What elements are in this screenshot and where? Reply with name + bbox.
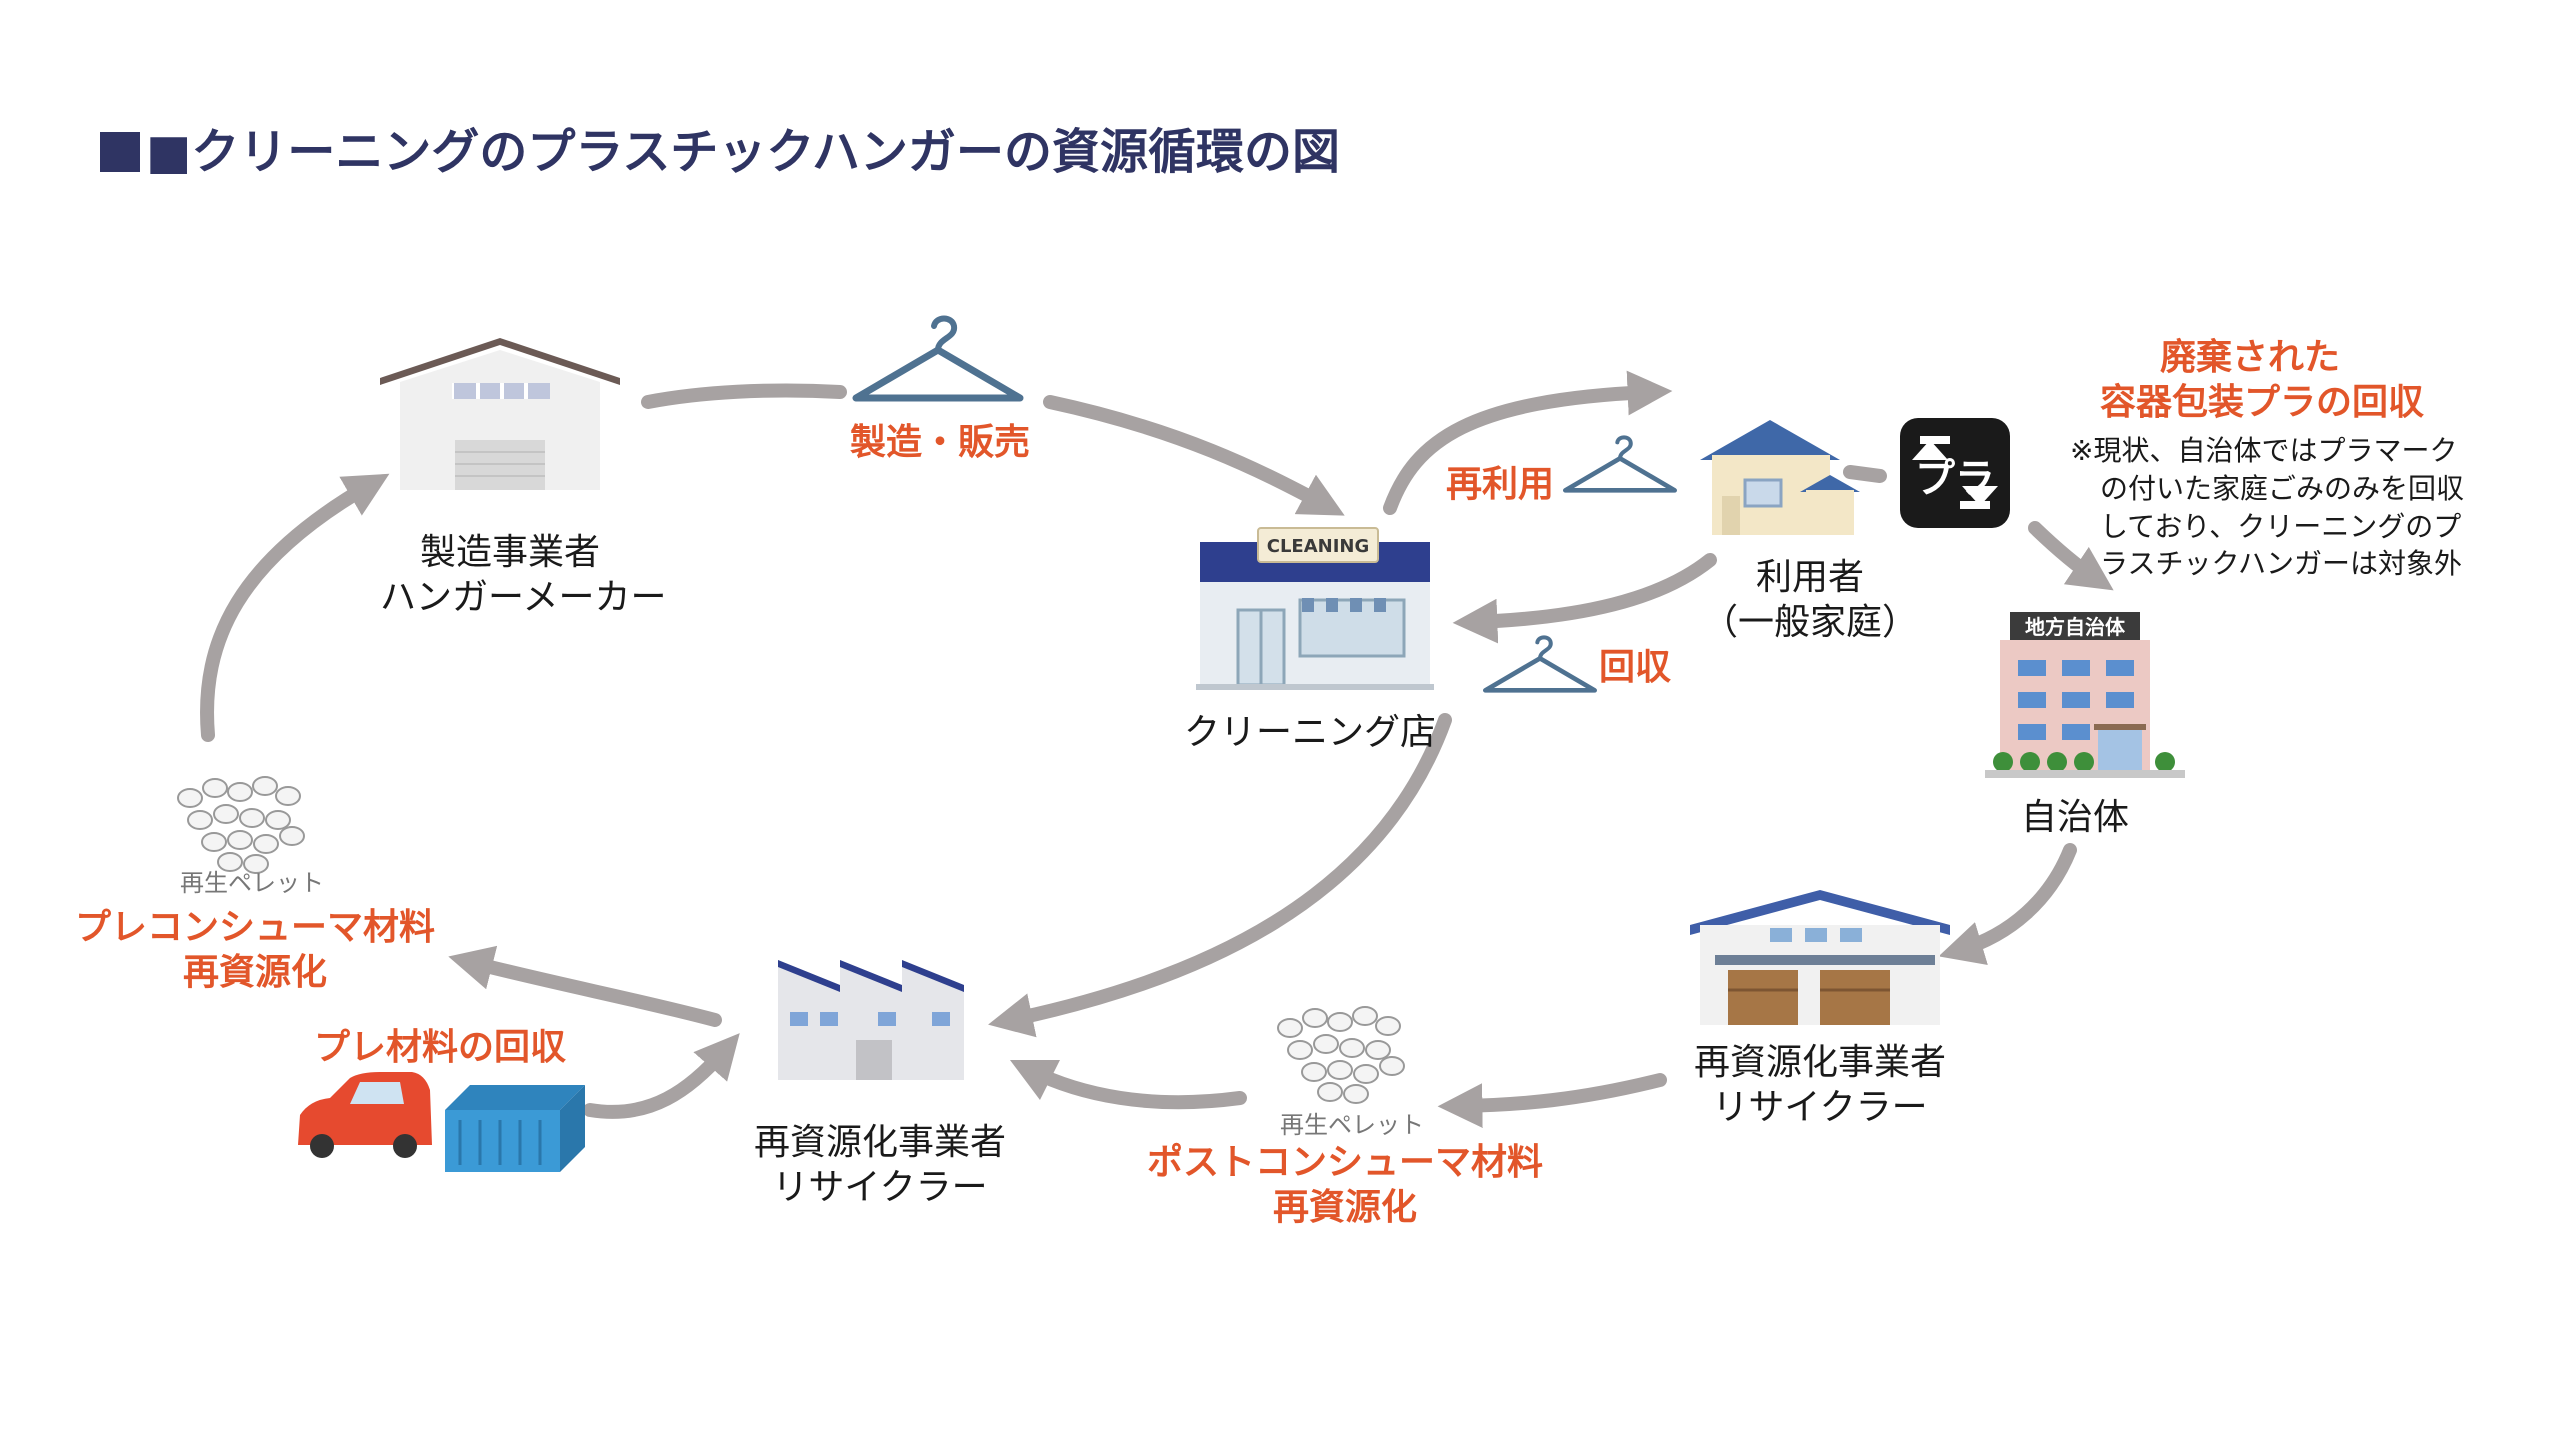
pellet-icon-post [1277, 1006, 1405, 1104]
flow-label-discarded: 廃棄された 容器包装プラの回収 [2100, 337, 2425, 423]
house-icon [1700, 420, 1860, 535]
pre-consumer-label: プレコンシューマ材料 再資源化 [74, 907, 435, 993]
recycle-pla-mark-icon: プラ [1900, 418, 2010, 528]
post-pellet-label: 再生ペレット [1280, 1111, 1424, 1139]
store-sign: CLEANING [1267, 536, 1370, 557]
arrow-reuse [1383, 370, 1673, 515]
recycler-center-label: 再資源化事業者 リサイクラー [753, 1122, 1006, 1208]
crate-icon [445, 1085, 585, 1172]
arrow-pre-to-maker [200, 473, 390, 742]
post-consumer-label: ポストコンシューマ材料 再資源化 [1146, 1142, 1543, 1228]
flow-label-collect: 回収 [1598, 647, 1671, 688]
recycler-right-label: 再資源化事業者 リサイクラー [1693, 1042, 1946, 1128]
pre-pellet-label: 再生ペレット [180, 869, 324, 897]
hanger-icon-collect [1485, 637, 1594, 690]
arrow-post-to-center [1009, 1059, 1247, 1110]
cleaning-store-icon: CLEANING [1196, 527, 1434, 690]
municipality-sign: 地方自治体 [2025, 615, 2126, 639]
arrow-pre-collect [583, 1033, 740, 1119]
hanger-icon-sale [856, 319, 1020, 399]
user-label: 利用者 （一般家庭） [1701, 557, 1918, 643]
pla-mark-text: プラ [1915, 456, 1995, 502]
page-title: ■クリーニングのプラスチックハンガーの資源循環の図 [100, 122, 1340, 182]
factory-icon [778, 960, 964, 1080]
car-icon [298, 1072, 432, 1158]
flow-label-reuse: 再利用 [1445, 464, 1554, 505]
arrow-maker-to-hanger [641, 383, 847, 409]
pellet-icon-pre [177, 776, 305, 874]
arrow-mark-to-municipality [2028, 521, 2114, 591]
arrow-to-cleaning-store [1043, 395, 1345, 516]
arrow-collect [1452, 553, 1717, 644]
municipality-label: 自治体 [2020, 797, 2129, 838]
warehouse-icon [1690, 890, 1950, 1025]
arrow-recycler-to-post [1437, 1073, 1667, 1129]
arrow-municipality-to-recycler [1938, 843, 2077, 966]
arrow-center-to-pre [448, 945, 722, 1027]
municipality-building-icon: 地方自治体 [1985, 612, 2185, 778]
pre-collect-label: プレ材料の回収 [313, 1027, 566, 1068]
manufacturer-label: 製造事業者 ハンガーメーカー [380, 532, 667, 618]
municipality-note: ※現状、自治体ではプラマーク の付いた家庭ごみのみを回収 しており、クリーニング… [2070, 434, 2465, 581]
manufacturer-building-icon [380, 338, 620, 490]
cleaning-store-label: クリーニング店 [1183, 712, 1436, 753]
hanger-icon-reuse [1565, 437, 1674, 490]
arrow-store-to-center [988, 713, 1452, 1038]
arrow-user-to-mark [1843, 465, 1887, 483]
flow-label-manufacture-sale: 製造・販売 [849, 422, 1030, 463]
